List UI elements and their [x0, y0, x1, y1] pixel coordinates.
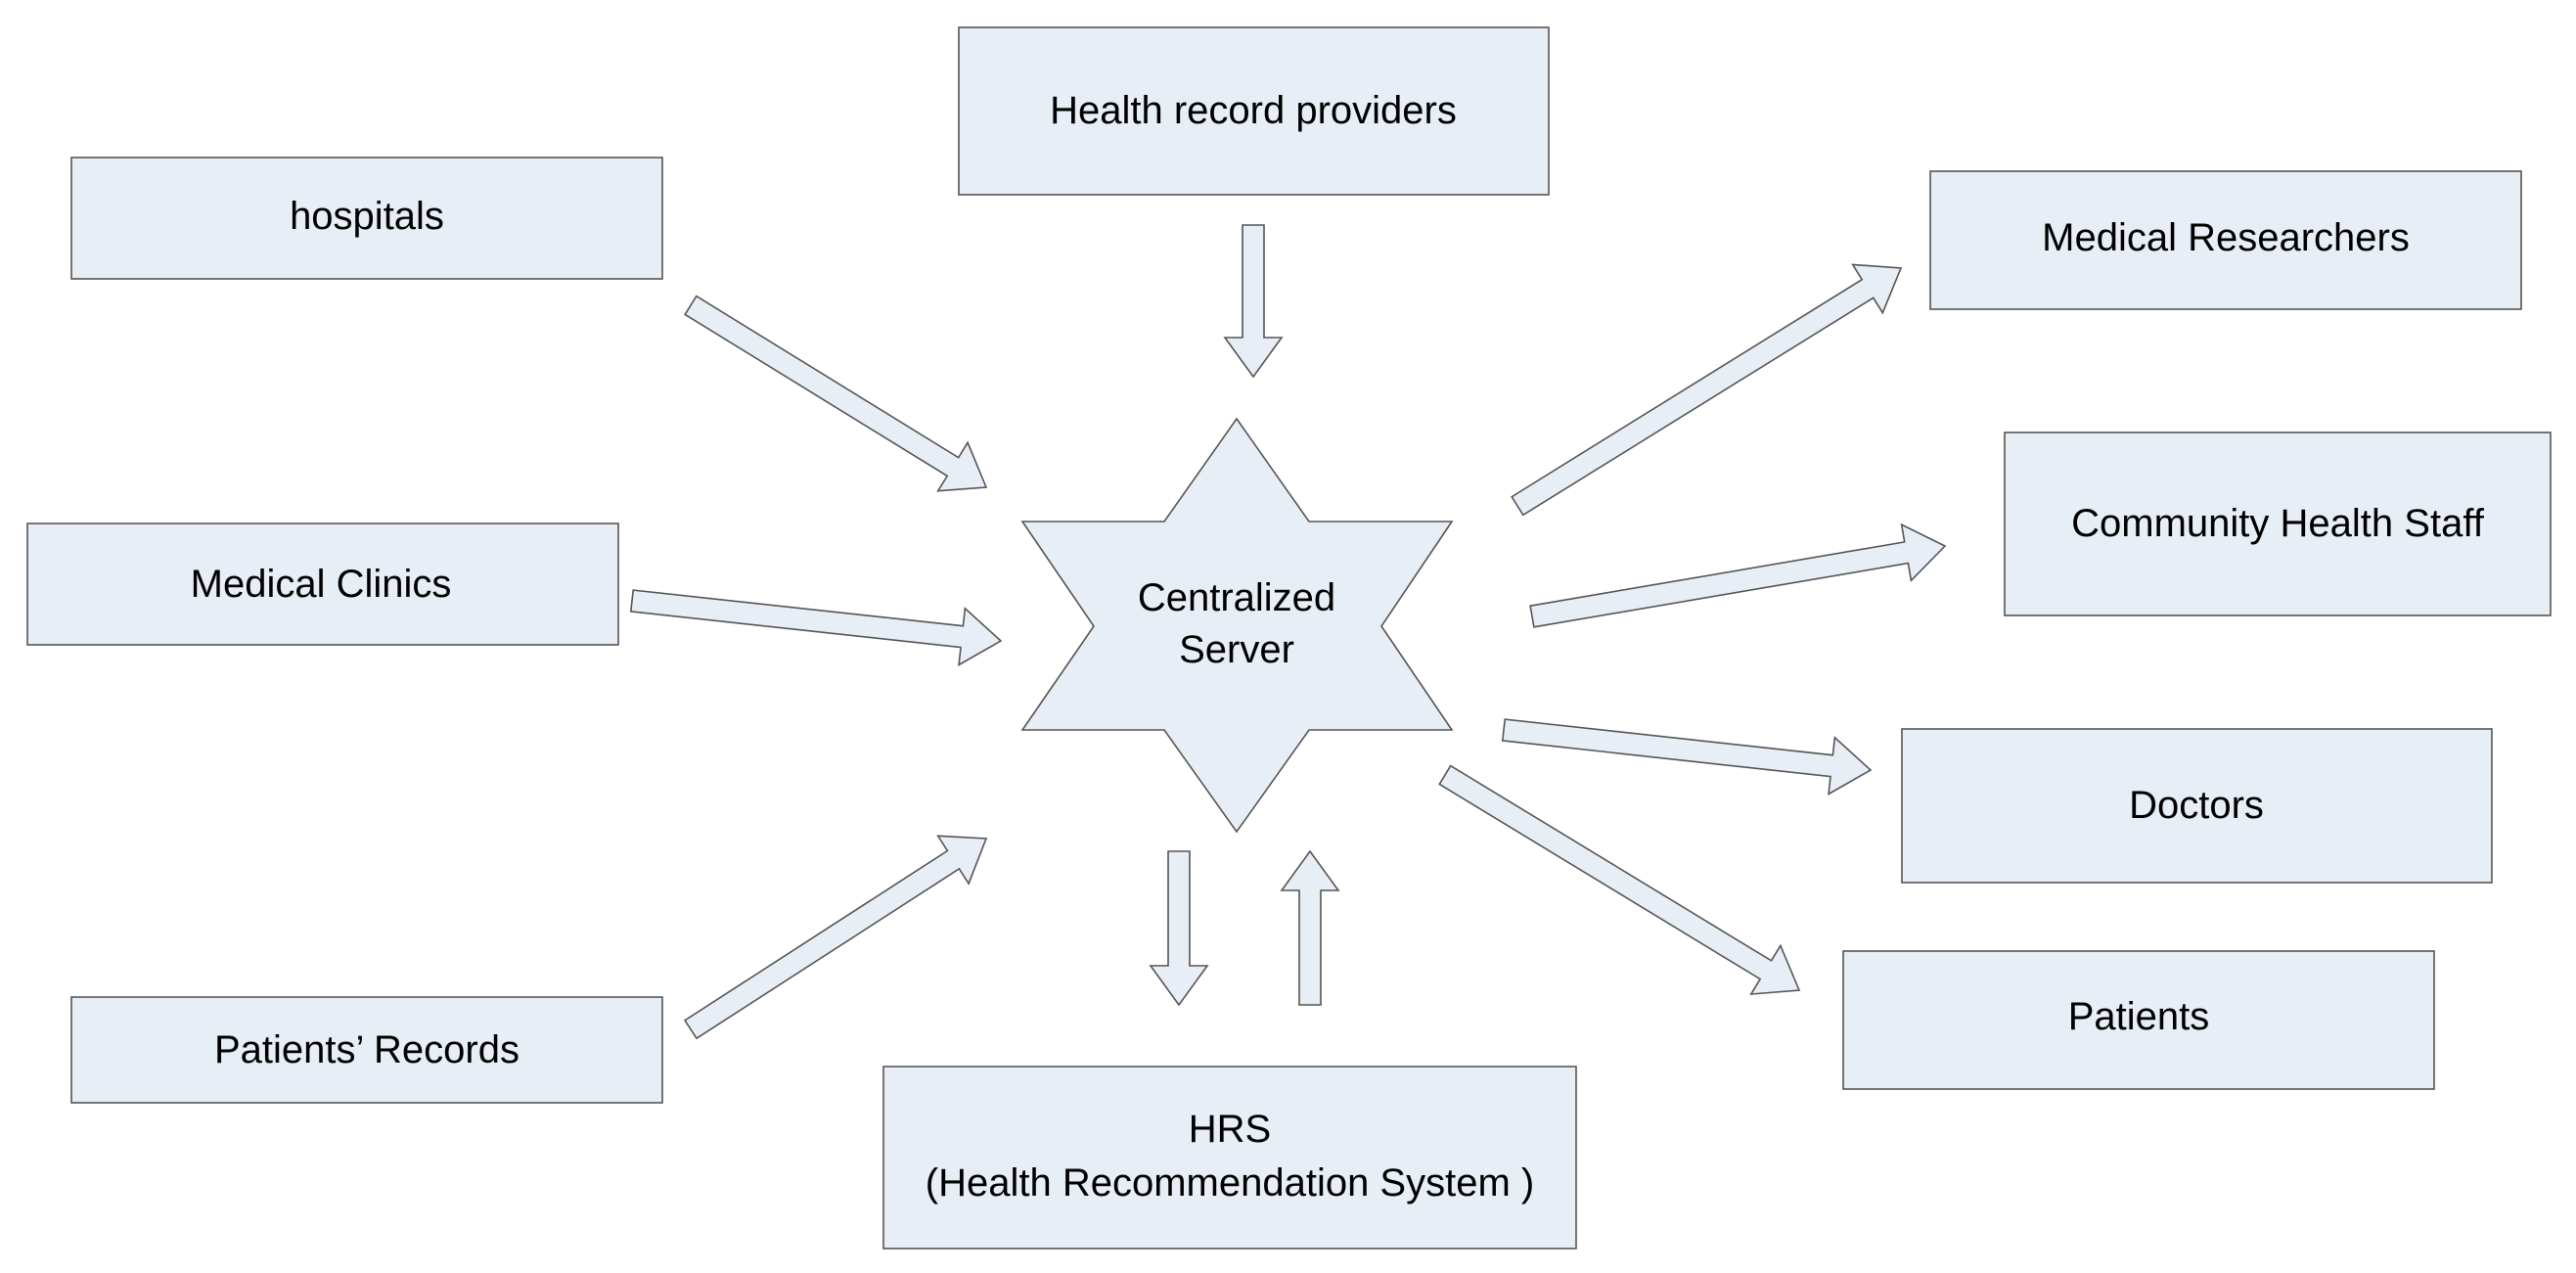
- box-hospitals: hospitals: [70, 157, 663, 280]
- arrow-hospitals-to-server: [684, 295, 988, 492]
- box-medical-clinics: Medical Clinics: [26, 523, 619, 646]
- arrow-server-to-hrs: [1149, 850, 1209, 1007]
- arrow-providers-to-server: [1223, 224, 1284, 379]
- box-health-record-providers-label: Health record providers: [1050, 89, 1457, 132]
- arrow-server-to-community: [1529, 523, 1947, 628]
- box-patients-records-label: Patients’ Records: [214, 1028, 520, 1071]
- centralized-server-label-line2: Server: [1179, 628, 1294, 671]
- box-community-health-staff: Community Health Staff: [2004, 432, 2552, 616]
- box-health-record-providers: Health record providers: [958, 26, 1550, 196]
- centralized-server-label-line1: Centralized: [1138, 576, 1335, 619]
- centralized-server-hub: Centralized Server: [1020, 417, 1454, 834]
- box-medical-clinics-label: Medical Clinics: [191, 563, 452, 606]
- arrow-server-to-doctors: [1501, 718, 1873, 796]
- box-patients: Patients: [1842, 950, 2435, 1090]
- box-doctors: Doctors: [1901, 728, 2493, 884]
- box-doctors-label: Doctors: [2129, 784, 2264, 827]
- arrow-hrs-to-server: [1280, 849, 1340, 1006]
- box-patients-label: Patients: [2068, 995, 2210, 1038]
- box-hrs-subtitle: (Health Recommendation System ): [926, 1161, 1534, 1205]
- box-medical-researchers-label: Medical Researchers: [2042, 216, 2410, 259]
- box-medical-researchers: Medical Researchers: [1929, 170, 2522, 310]
- box-patients-records: Patients’ Records: [70, 996, 663, 1104]
- box-community-health-staff-label: Community Health Staff: [2071, 502, 2485, 545]
- box-hrs: HRS (Health Recommendation System ): [882, 1066, 1577, 1250]
- arrow-server-to-patients: [1438, 764, 1801, 995]
- box-hrs-title: HRS: [1189, 1108, 1271, 1151]
- arrow-records-to-server: [683, 835, 988, 1040]
- box-hospitals-label: hospitals: [290, 195, 444, 238]
- flow-arrows: [629, 224, 1947, 1040]
- arrow-clinics-to-server: [629, 589, 1003, 666]
- arrow-server-to-researchers: [1511, 263, 1903, 517]
